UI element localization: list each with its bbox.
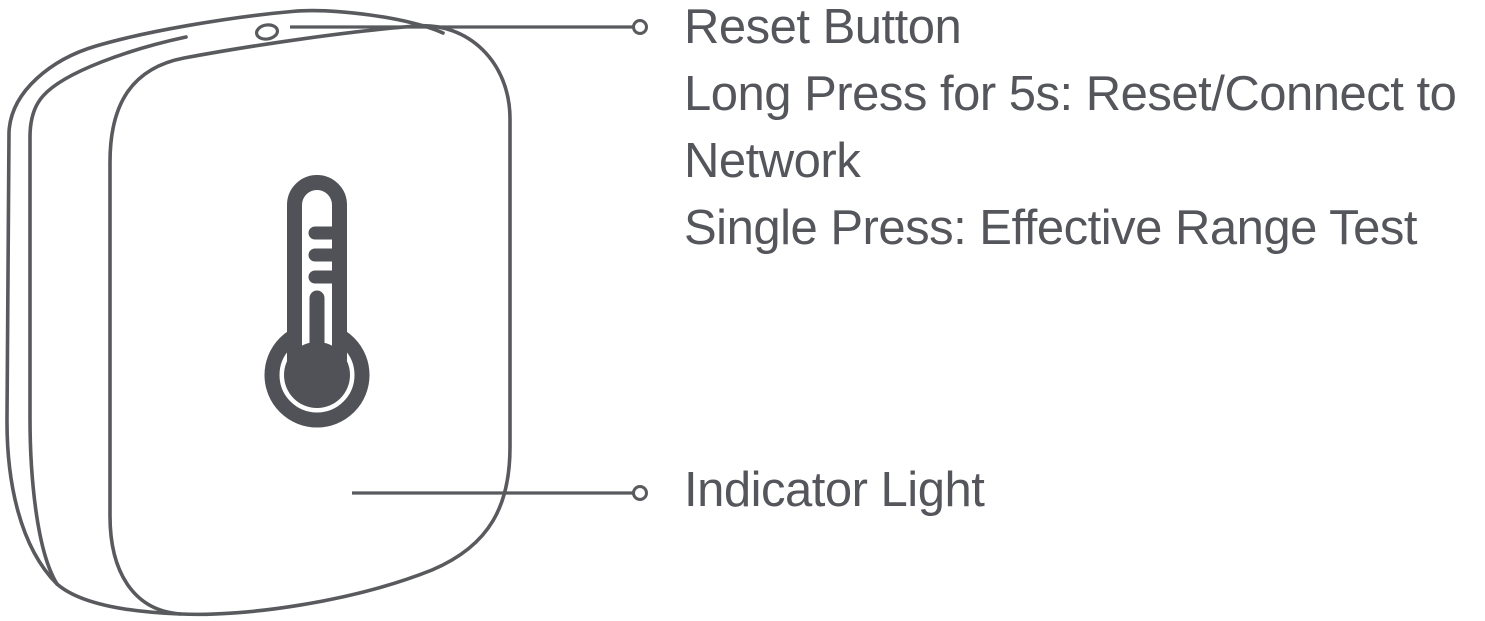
indicator-light-label: Indicator Light — [684, 463, 985, 517]
indicator-light-annotation: Indicator Light — [684, 457, 985, 524]
reset-button-description-line-1: Long Press for 5s: Reset/Connect to — [684, 67, 1457, 121]
reset-button-label: Reset Button — [684, 0, 962, 54]
reset-button-description-line-3: Single Press: Effective Range Test — [684, 201, 1417, 255]
device-side-outline — [28, 35, 188, 586]
device-back-outline — [5, 8, 445, 616]
open-circle-endpoint-icon — [632, 19, 648, 35]
open-circle-endpoint-icon — [632, 485, 648, 501]
device-front-face — [108, 24, 512, 617]
reset-button-hole-icon — [254, 23, 280, 41]
thermometer-bulb — [284, 342, 350, 408]
reset-button-annotation: Reset Button Long Press for 5s: Reset/Co… — [684, 0, 1457, 262]
reset-button-description-line-2: Network — [684, 134, 861, 188]
thermometer-icon — [264, 175, 370, 428]
